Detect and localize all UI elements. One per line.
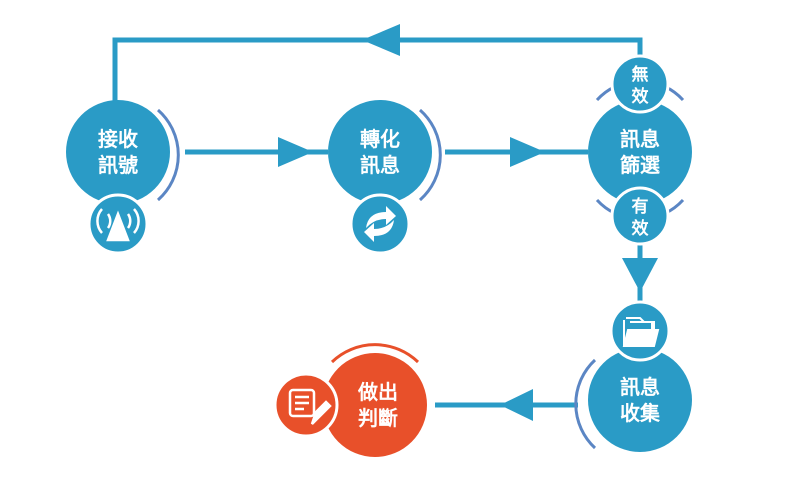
node-label: 訊息 (360, 153, 400, 177)
svg-text:判斷: 判斷 (358, 406, 398, 430)
branch-valid: 有 效 (610, 186, 670, 246)
refresh-icon (364, 206, 396, 242)
svg-text:篩選: 篩選 (620, 153, 660, 177)
node-collect-message: 訊息 收集 (588, 300, 692, 452)
svg-text:效: 效 (632, 218, 649, 239)
svg-text:無: 無 (632, 64, 649, 85)
document-edit-icon (288, 388, 332, 425)
arrow-down-icon (622, 258, 658, 292)
svg-text:訊號: 訊號 (98, 153, 138, 177)
svg-text:訊息: 訊息 (620, 127, 660, 151)
svg-text:收集: 收集 (620, 401, 661, 425)
svg-text:有: 有 (632, 196, 649, 217)
svg-text:訊息: 訊息 (360, 153, 400, 177)
branch-label: 無 (632, 64, 649, 85)
folder-icon (622, 317, 660, 347)
arc-decoration (419, 108, 442, 202)
arrow-right-icon (278, 137, 313, 167)
arc-decoration (157, 108, 180, 202)
svg-text:接收: 接收 (98, 127, 138, 151)
node-convert-message: 轉化 訊息 (328, 100, 432, 255)
arc-decoration (574, 358, 597, 450)
node-label: 判斷 (358, 406, 398, 430)
branch-invalid: 無 效 (610, 54, 670, 114)
svg-text:做出: 做出 (357, 380, 398, 404)
arc-decoration (330, 343, 420, 364)
node-label: 接收 (98, 127, 138, 151)
arrow-left-icon (500, 389, 533, 421)
node-label: 做出 (357, 380, 398, 404)
branch-label: 有 (632, 196, 649, 217)
node-label: 篩選 (620, 153, 660, 177)
svg-text:效: 效 (632, 86, 649, 107)
arrow-right-icon (510, 137, 545, 167)
svg-text:轉化: 轉化 (360, 127, 400, 151)
node-label: 訊號 (98, 153, 138, 177)
node-filter-message: 訊息 篩選 (588, 100, 692, 204)
node-label: 訊息 (620, 375, 660, 399)
node-make-decision: 做出 判斷 (273, 353, 427, 457)
node-label: 轉化 (360, 127, 400, 151)
node-label: 收集 (620, 401, 661, 425)
signal-tower-icon (96, 208, 140, 242)
branch-label: 效 (632, 218, 649, 239)
svg-text:訊息: 訊息 (620, 375, 660, 399)
arrow-left-icon (362, 24, 400, 56)
node-receive-signal: 接收 訊號 (66, 100, 170, 255)
node-label: 訊息 (620, 127, 660, 151)
branch-label: 效 (632, 86, 649, 107)
